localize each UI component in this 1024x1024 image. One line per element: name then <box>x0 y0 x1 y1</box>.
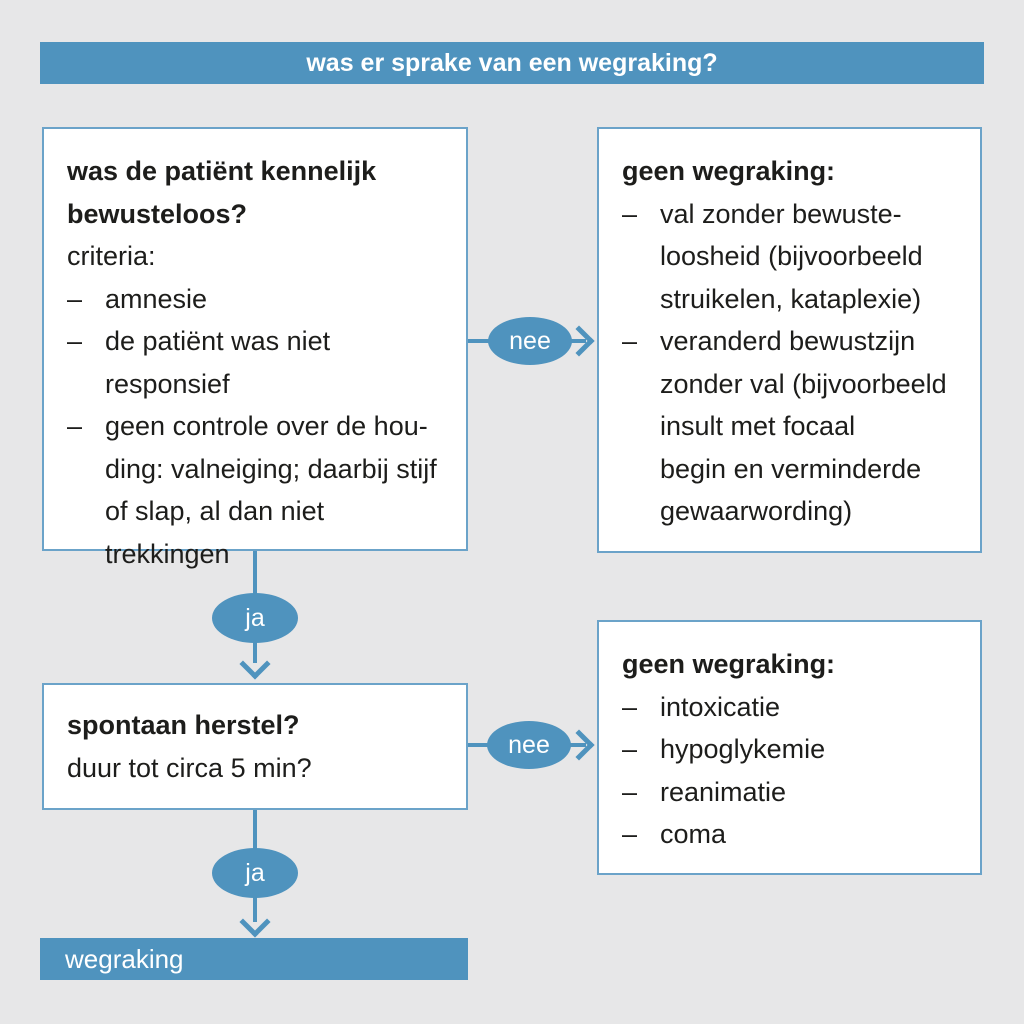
bullet-dash: – <box>622 734 638 764</box>
bullet-dash: – <box>622 326 638 356</box>
list-item: – intoxicatie <box>622 686 964 729</box>
list-item-line: loosheid (bijvoorbeeld <box>660 241 923 271</box>
question-banner-label: was er sprake van een wegraking? <box>306 48 718 77</box>
list-item-line: reanimatie <box>660 776 787 807</box>
list-item: – de patiënt was niet responsief <box>67 320 450 405</box>
bullet-dash: – <box>622 819 638 849</box>
list-item: – geen controle over de hou- ding: valne… <box>67 405 450 575</box>
decision-box-bewusteloos: was de patiënt kennelijk bewusteloos? cr… <box>42 127 468 569</box>
decision-label-nee-2: nee <box>487 721 571 769</box>
question-banner-wegraking: was er sprake van een wegraking? <box>40 42 984 84</box>
bullet-dash: – <box>67 283 83 314</box>
ja-label: ja <box>245 858 265 887</box>
list-item-line: amnesie <box>105 283 208 314</box>
list-item-line: ding: valneiging; daarbij stijf <box>105 453 437 484</box>
box-title: spontaan herstel? <box>67 710 300 740</box>
list-item-line: of slap, al dan niet trekkingen <box>105 496 325 569</box>
list-item-line: geen controle over de hou- <box>105 411 428 441</box>
list-item-line: veranderd bewustzijn <box>660 326 916 356</box>
decision-label-nee-1: nee <box>488 317 572 365</box>
ja-label: ja <box>245 603 265 632</box>
result-box-geen-wegraking-2: geen wegraking: – intoxicatie – hypoglyk… <box>597 620 982 875</box>
list-item-line: insult met focaal <box>660 411 856 441</box>
list-item-line: hypoglykemie <box>660 734 826 764</box>
list-item-line: gewaarwording) <box>660 496 853 526</box>
bullet-dash: – <box>622 776 638 807</box>
box-subtitle: duur tot circa 5 min? <box>67 752 312 783</box>
result-box-geen-wegraking-1: geen wegraking: – val zonder bewuste- lo… <box>597 127 982 553</box>
list-item-line: intoxicatie <box>660 691 781 722</box>
nee-label: nee <box>509 326 551 355</box>
list-item-line: begin en verminderde <box>660 453 922 484</box>
decision-label-ja-2: ja <box>212 848 298 898</box>
list-item-line: responsief <box>105 368 230 399</box>
list-item-line: de patiënt was niet <box>105 326 331 356</box>
list-item-line: zonder val (bijvoorbeeld <box>660 368 947 399</box>
bullet-dash: – <box>67 411 83 441</box>
list-item: – veranderd bewustzijn zonder val (bijvo… <box>622 320 964 533</box>
box-title-line: was de patiënt kennelijk <box>67 156 377 186</box>
box-title: geen wegraking: <box>622 649 836 679</box>
list-item: – amnesie <box>67 278 450 321</box>
list-item-line: coma <box>660 819 727 849</box>
nee-label: nee <box>508 730 550 759</box>
box-title-line: bewusteloos? <box>67 198 248 229</box>
list-item: – val zonder bewuste- loosheid (bijvoorb… <box>622 193 964 321</box>
list-item-line: struikelen, kataplexie) <box>660 283 922 314</box>
list-item: – hypoglykemie <box>622 728 964 771</box>
decision-label-ja-1: ja <box>212 593 298 643</box>
result-banner-label: wegraking <box>65 943 184 974</box>
arrowhead-down-icon <box>239 648 271 680</box>
bullet-dash: – <box>622 691 638 722</box>
result-banner-wegraking: wegraking <box>40 938 468 980</box>
bullet-dash: – <box>622 198 638 229</box>
list-item: – coma <box>622 813 964 856</box>
box-title: geen wegraking: <box>622 156 836 186</box>
list-item-line: val zonder bewuste- <box>660 198 902 229</box>
bullet-dash: – <box>67 326 83 356</box>
arrowhead-down-icon <box>239 906 271 938</box>
box-intro: criteria: <box>67 241 156 271</box>
list-item: – reanimatie <box>622 771 964 814</box>
decision-box-spontaan-herstel: spontaan herstel? duur tot circa 5 min? <box>42 683 468 810</box>
